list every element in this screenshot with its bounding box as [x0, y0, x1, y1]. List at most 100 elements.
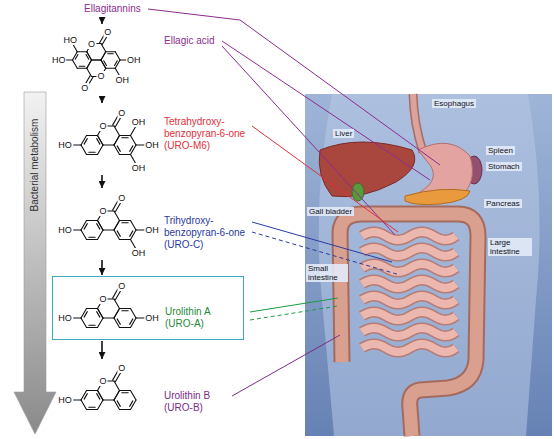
- chemical-bond: [120, 239, 131, 240]
- chemical-bond: [98, 126, 104, 136]
- chemical-bond: [87, 52, 92, 60]
- atom-label: OH: [131, 248, 147, 258]
- chemical-bond: [115, 60, 120, 68]
- chemical-bond: [84, 224, 87, 230]
- molecule-structures: [63, 35, 147, 410]
- chemical-bond: [92, 59, 102, 60]
- molecule-structure: [70, 116, 147, 164]
- chemical-bond: [120, 135, 131, 136]
- chemical-bond: [114, 126, 120, 136]
- compound-name: Ellagitannins: [84, 3, 141, 15]
- chemical-bond: [131, 400, 137, 410]
- organ-label: Pancreas: [484, 199, 522, 208]
- atom-label: HO: [57, 225, 73, 235]
- chemical-bond: [97, 139, 100, 145]
- chemical-bond: [101, 68, 106, 76]
- atom-label: O: [117, 108, 126, 118]
- leader-line: [252, 126, 398, 232]
- chemical-bond: [79, 66, 84, 67]
- chemical-bond: [98, 318, 104, 328]
- chemical-bond: [98, 390, 104, 400]
- chemical-bond: [84, 394, 87, 400]
- chemical-bond: [114, 308, 120, 318]
- chemical-bond: [103, 317, 114, 318]
- chemical-bond: [113, 289, 118, 298]
- molecule-structure: [70, 201, 147, 249]
- chemical-bond: [114, 400, 120, 410]
- chemical-bond: [131, 155, 137, 165]
- anatomy-panel: [305, 94, 552, 436]
- chemical-bond: [114, 308, 120, 318]
- flow-arrow: [101, 260, 103, 275]
- chemical-bond: [98, 135, 104, 145]
- atom-label: O: [98, 294, 107, 304]
- chemical-bond: [136, 229, 147, 230]
- chemical-bond: [98, 299, 104, 309]
- chemical-bond: [77, 68, 87, 69]
- molecule-structure: [70, 289, 147, 327]
- chemical-bond: [122, 310, 128, 311]
- chemical-bond: [63, 59, 73, 60]
- chemical-bond: [70, 229, 81, 230]
- atom-label: HO: [57, 313, 73, 323]
- chemical-bond: [130, 146, 133, 152]
- chemical-bond: [136, 144, 147, 145]
- atom-label: OH: [131, 117, 147, 127]
- chemical-bond: [115, 61, 118, 66]
- chemical-bond: [87, 220, 98, 221]
- chemical-bond: [113, 116, 118, 125]
- chemical-bond: [131, 318, 137, 328]
- flow-arrow: [101, 97, 103, 103]
- chemical-bond: [131, 308, 137, 318]
- chemical-bond: [87, 308, 98, 309]
- chemical-bond: [70, 399, 81, 400]
- molecule-structure: [63, 35, 130, 85]
- atom-label: HO: [51, 55, 67, 65]
- chemical-bond: [120, 409, 131, 410]
- large-intestine: [340, 214, 478, 436]
- organ-label: Esophagus: [432, 99, 476, 108]
- flow-arrow: [101, 20, 103, 24]
- chemical-bond: [97, 312, 100, 318]
- organ-label: Large intestine: [488, 238, 532, 256]
- compound-entry: Ellagic acid: [48, 25, 219, 96]
- chemical-bond: [98, 308, 104, 318]
- molecule-structure: [70, 371, 136, 409]
- organ-label: Small intestine: [306, 264, 348, 282]
- atom-label: O: [117, 193, 126, 203]
- chemical-bond: [131, 126, 137, 136]
- chemical-bond: [120, 220, 131, 221]
- chemical-bond: [122, 392, 128, 393]
- chemical-bond: [77, 51, 87, 52]
- chemical-bond: [87, 60, 92, 68]
- chemical-bond: [104, 61, 107, 66]
- organ-label: Stomach: [486, 162, 522, 171]
- chemical-bond: [70, 317, 81, 318]
- chemical-bond: [92, 59, 102, 60]
- chemical-bond: [81, 400, 87, 410]
- chemical-bond: [114, 145, 120, 155]
- organ-label: Gall bladder: [307, 207, 354, 216]
- chemical-bond: [120, 59, 130, 60]
- chemical-bond: [101, 52, 106, 60]
- chemical-bond: [88, 77, 93, 85]
- chemical-bond: [86, 54, 89, 59]
- chemical-bond: [87, 154, 98, 155]
- chemical-bond: [73, 44, 78, 52]
- atom-label: O: [117, 363, 126, 373]
- atom-label: O: [96, 71, 105, 81]
- chemical-bond: [87, 135, 98, 136]
- chemical-bond: [100, 35, 105, 43]
- chemical-bond: [114, 318, 120, 328]
- atom-label: OH: [131, 163, 147, 173]
- pancreas: [405, 189, 470, 204]
- chemical-bond: [106, 68, 116, 69]
- compound-name: Tetrahydroxy- benzopyran-6-one (URO-M6): [164, 116, 256, 152]
- large-intestine-outline: [340, 214, 478, 436]
- atom-label: O: [80, 83, 89, 93]
- atom-label: O: [117, 281, 126, 291]
- chemical-bond: [103, 399, 114, 400]
- leader-line: [250, 298, 338, 312]
- chemical-bond: [81, 308, 87, 318]
- chemical-bond: [73, 60, 78, 68]
